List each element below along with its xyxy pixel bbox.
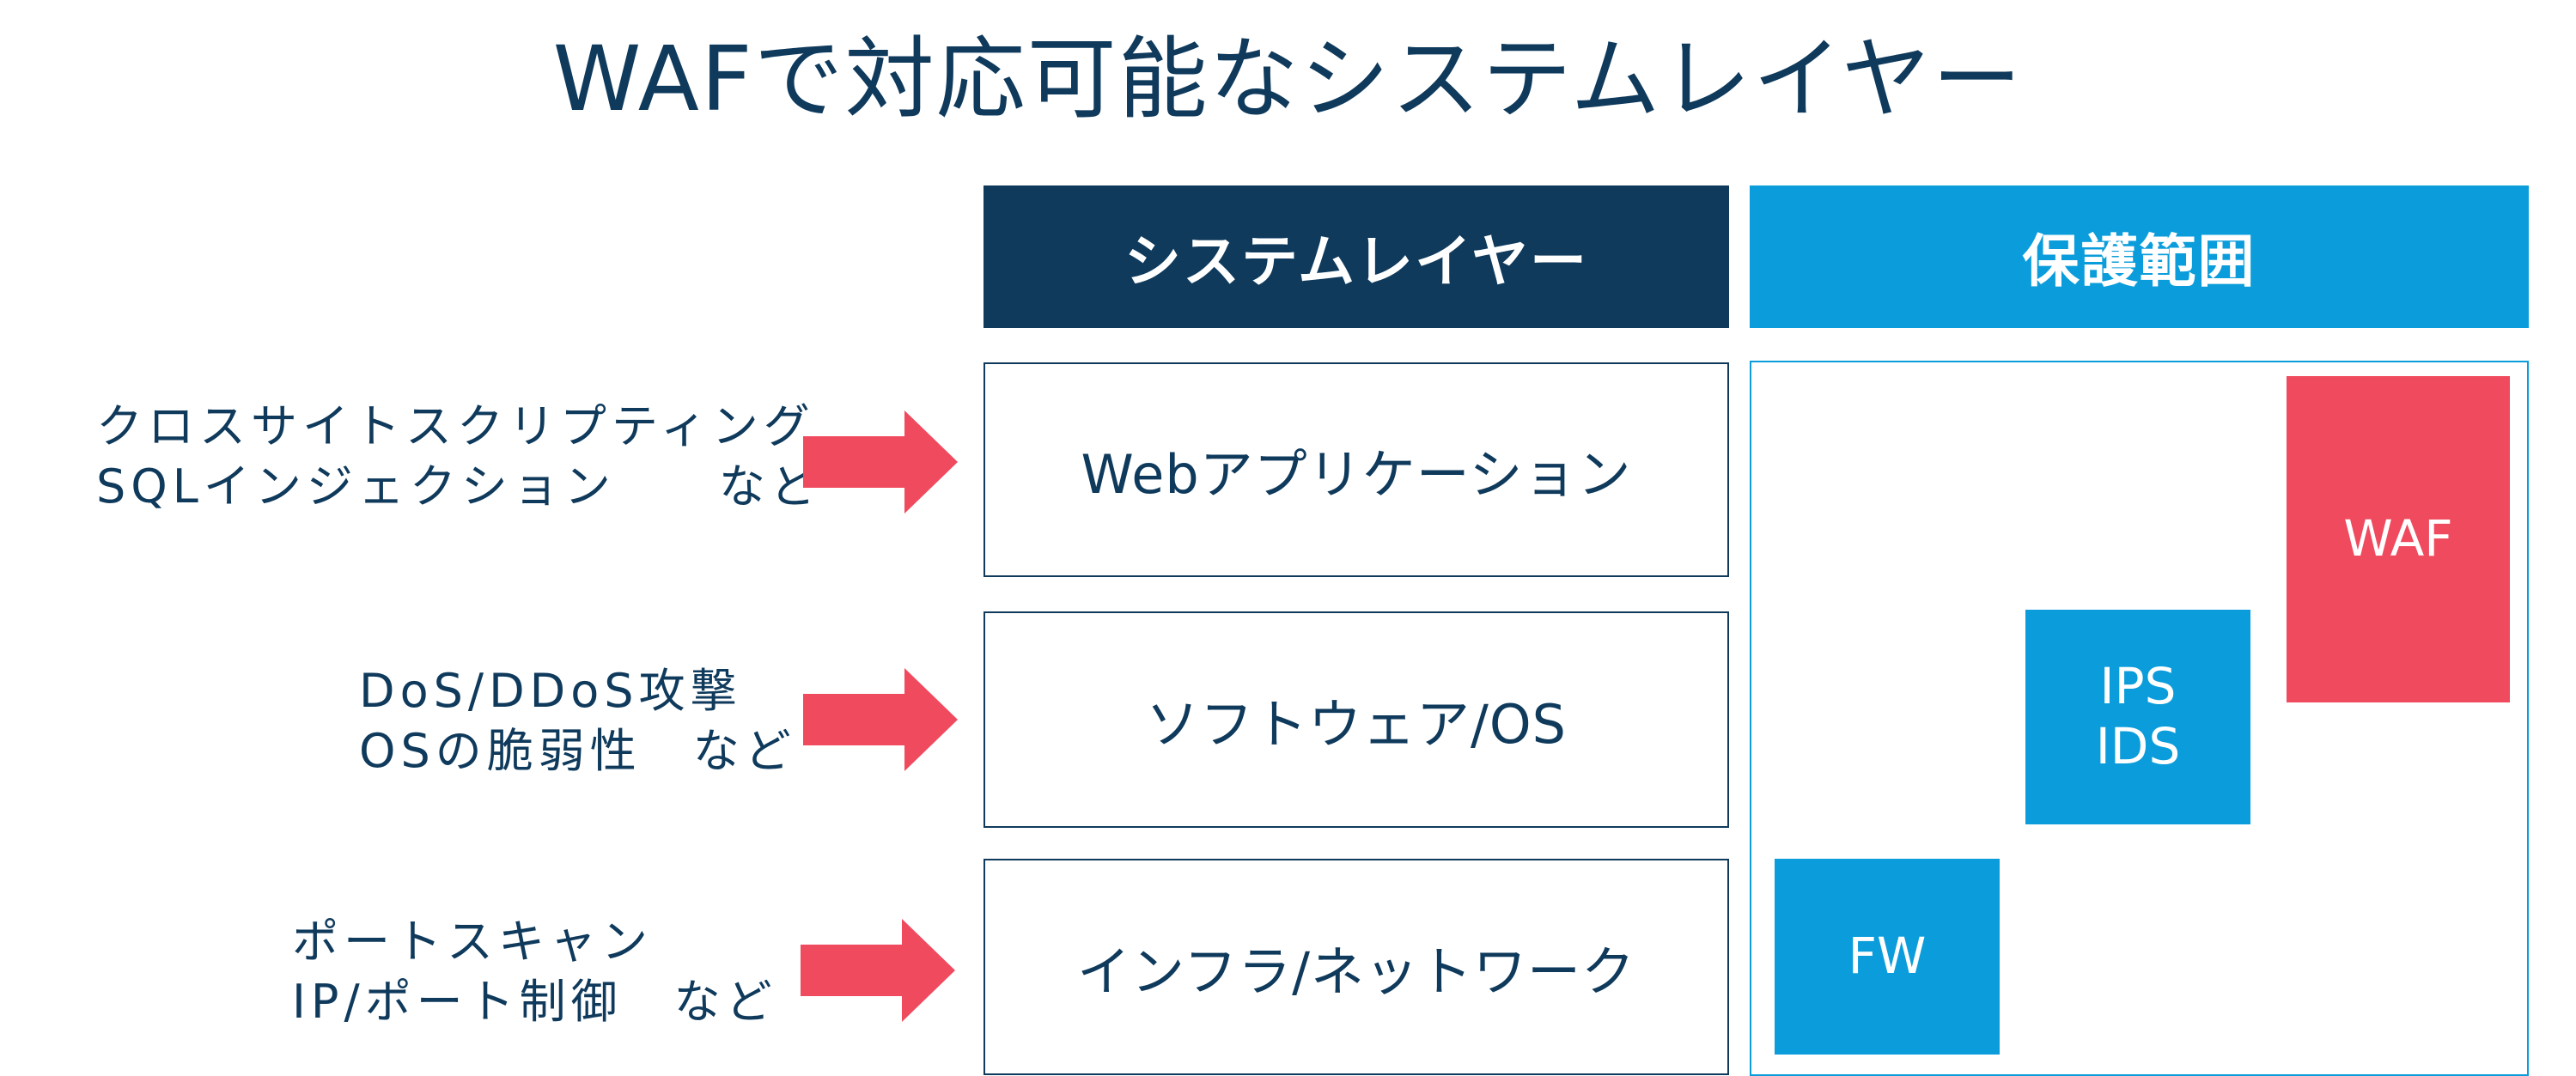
protection-ips-ids: IPS IDS — [2025, 610, 2250, 824]
threat-web-line2: SQLインジェクション など — [96, 459, 822, 514]
layer-web-application: Webアプリケーション — [984, 362, 1729, 577]
arrow-right-icon — [801, 919, 955, 1022]
protection-fw-label: FW — [1848, 927, 1927, 986]
protection-ips-label: IPS — [2099, 657, 2177, 716]
threat-network-line2: IP/ポート制御 など — [292, 975, 777, 1030]
threat-os: DoS/DDoS攻撃 OSの脆弱性 など — [359, 661, 796, 781]
threat-network: ポートスキャン IP/ポート制御 など — [292, 912, 777, 1032]
layer-software-os: ソフトウェア/OS — [984, 611, 1729, 828]
header-system-layer: システムレイヤー — [984, 185, 1729, 328]
header-protection-scope: 保護範囲 — [1750, 185, 2529, 328]
arrow-right-icon — [803, 668, 958, 771]
protection-ids-label: IDS — [2095, 717, 2181, 775]
threat-web: クロスサイトスクリプティング SQLインジェクション など — [96, 397, 822, 517]
arrow-right-icon — [803, 410, 958, 514]
protection-waf-label: WAF — [2343, 509, 2453, 568]
threat-os-line2: OSの脆弱性 など — [359, 724, 796, 779]
page-title: WAFで対応可能なシステムレイヤー — [552, 27, 2024, 131]
protection-fw: FW — [1775, 859, 2000, 1055]
layer-infra-network: インフラ/ネットワーク — [984, 859, 1729, 1075]
threat-os-line1: DoS/DDoS攻撃 — [359, 664, 742, 718]
threat-network-line1: ポートスキャン — [292, 915, 653, 969]
threat-web-line1: クロスサイトスクリプティング — [96, 399, 815, 453]
protection-waf: WAF — [2287, 376, 2510, 702]
